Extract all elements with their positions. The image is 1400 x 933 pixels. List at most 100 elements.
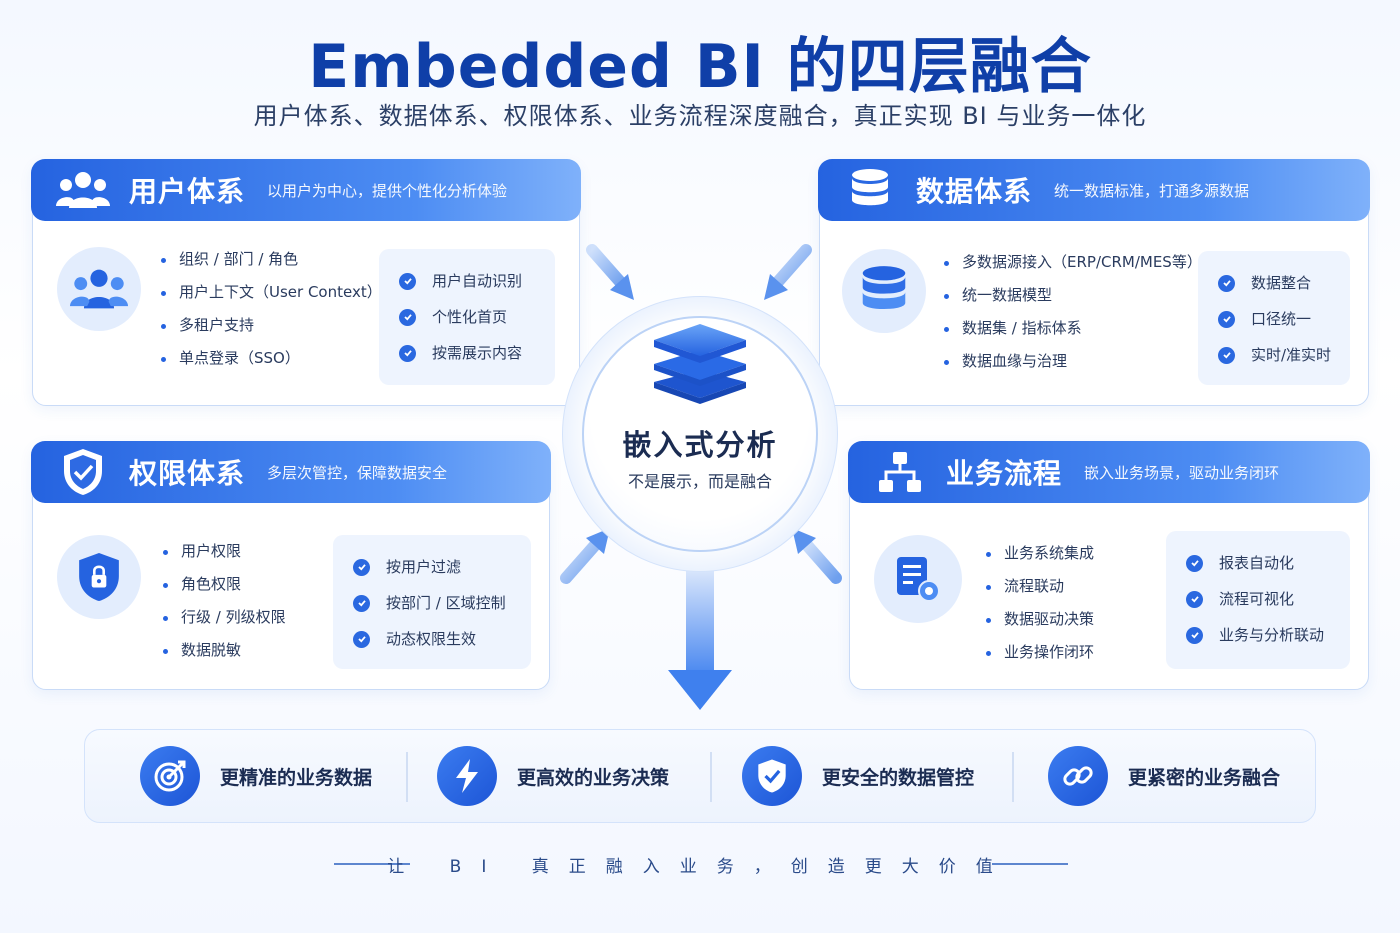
user-card-title: 用户体系	[129, 175, 246, 208]
process-check-list: 报表自动化 流程可视化 业务与分析联动	[1166, 531, 1350, 669]
data-card-desc: 统一数据标准，打通多源数据	[1054, 181, 1250, 200]
value-bar	[84, 729, 1316, 823]
check-item: 报表自动化	[1186, 545, 1350, 581]
shield-lock-icon	[57, 535, 141, 619]
shield-check-icon	[742, 746, 802, 806]
check-icon	[1218, 310, 1235, 328]
user-card-desc: 以用户为中心，提供个性化分析体验	[267, 181, 508, 200]
arrow-center-to-values	[668, 568, 732, 710]
check-item: 用户自动识别	[399, 263, 555, 299]
page-subtitle: 用户体系、数据体系、权限体系、业务流程深度融合，真正实现 BI 与业务一体化	[253, 102, 1147, 130]
check-icon	[1186, 554, 1203, 572]
check-item: 口径统一	[1218, 301, 1350, 337]
value-label: 更精准的业务数据	[220, 766, 373, 789]
check-icon	[399, 344, 416, 362]
arrow-permission-to-center	[560, 528, 610, 584]
data-card-header: 数据体系 统一数据标准，打通多源数据	[818, 159, 1370, 221]
list-item: 用户上下文（User Context）	[161, 276, 382, 309]
check-item: 业务与分析联动	[1186, 617, 1350, 653]
target-icon	[140, 746, 200, 806]
list-item: 业务系统集成	[986, 537, 1094, 570]
check-icon	[399, 308, 416, 326]
check-item: 按用户过滤	[353, 549, 531, 585]
check-item: 按部门 / 区域控制	[353, 585, 531, 621]
value-item: 更安全的数据管控	[742, 746, 974, 806]
list-item: 单点登录（SSO）	[161, 342, 382, 375]
database-icon	[842, 249, 926, 333]
check-icon	[1186, 590, 1203, 608]
list-item: 行级 / 列级权限	[163, 601, 286, 634]
center-title: 嵌入式分析	[622, 428, 778, 462]
link-icon	[1048, 746, 1108, 806]
divider	[1012, 752, 1014, 802]
permission-card: 权限体系 多层次管控，保障数据安全 用户权限 角色权限 行级 / 列级权限 数据…	[31, 441, 551, 690]
document-gear-icon	[874, 535, 962, 623]
value-label: 更紧密的业务融合	[1128, 766, 1281, 789]
list-item: 多数据源接入（ERP/CRM/MES等）	[944, 246, 1202, 279]
users-icon	[57, 247, 141, 331]
data-check-list: 数据整合 口径统一 实时/准实时	[1198, 251, 1350, 385]
arrow-user-to-center	[586, 244, 634, 300]
layers-stack-icon	[654, 324, 746, 404]
list-item: 数据血缘与治理	[944, 345, 1202, 378]
list-item: 业务操作闭环	[986, 636, 1094, 669]
page-title: Embedded BI 的四层融合	[308, 32, 1092, 102]
permission-bullet-list: 用户权限 角色权限 行级 / 列级权限 数据脱敏	[163, 535, 286, 667]
arrow-data-to-center	[764, 244, 812, 300]
check-icon	[1218, 274, 1235, 292]
arrow-process-to-center	[792, 528, 842, 584]
value-label: 更安全的数据管控	[822, 766, 975, 789]
check-icon	[353, 558, 370, 576]
user-bullet-list: 组织 / 部门 / 角色 用户上下文（User Context） 多租户支持 单…	[161, 243, 382, 375]
check-icon	[353, 594, 370, 612]
footer-slogan: 让 BI 真正融入业务，创造更大价值	[387, 857, 1013, 877]
check-icon	[1186, 626, 1203, 644]
database-icon	[838, 159, 902, 221]
check-item: 实时/准实时	[1218, 337, 1350, 373]
lightning-icon	[437, 746, 497, 806]
permission-check-list: 按用户过滤 按部门 / 区域控制 动态权限生效	[333, 535, 531, 669]
user-card: 用户体系 以用户为中心，提供个性化分析体验 组织 / 部门 / 角色 用户上下文…	[31, 159, 581, 406]
value-label: 更高效的业务决策	[517, 766, 670, 789]
divider	[406, 752, 408, 802]
list-item: 数据驱动决策	[986, 603, 1094, 636]
check-item: 按需展示内容	[399, 335, 555, 371]
data-bullet-list: 多数据源接入（ERP/CRM/MES等） 统一数据模型 数据集 / 指标体系 数…	[944, 246, 1202, 378]
process-card-title: 业务流程	[946, 457, 1063, 490]
data-card-title: 数据体系	[916, 175, 1033, 208]
check-icon	[399, 272, 416, 290]
process-card-header: 业务流程 嵌入业务场景，驱动业务闭环	[848, 441, 1370, 503]
permission-card-title: 权限体系	[129, 457, 246, 490]
center-subtitle: 不是展示，而是融合	[627, 472, 772, 491]
process-card-desc: 嵌入业务场景，驱动业务闭环	[1084, 463, 1280, 482]
value-item: 更精准的业务数据	[140, 746, 372, 806]
footer-line-right	[992, 863, 1068, 865]
list-item: 多租户支持	[161, 309, 382, 342]
list-item: 数据集 / 指标体系	[944, 312, 1202, 345]
check-item: 流程可视化	[1186, 581, 1350, 617]
users-icon	[51, 159, 115, 221]
list-item: 用户权限	[163, 535, 286, 568]
list-item: 组织 / 部门 / 角色	[161, 243, 382, 276]
permission-card-desc: 多层次管控，保障数据安全	[267, 463, 448, 482]
check-item: 动态权限生效	[353, 621, 531, 657]
value-item: 更高效的业务决策	[437, 746, 669, 806]
data-card: 数据体系 统一数据标准，打通多源数据 多数据源接入（ERP/CRM/MES等） …	[818, 159, 1370, 406]
check-item: 个性化首页	[399, 299, 555, 335]
check-icon	[353, 630, 370, 648]
check-icon	[1218, 346, 1235, 364]
user-check-list: 用户自动识别 个性化首页 按需展示内容	[379, 249, 555, 385]
user-card-header: 用户体系 以用户为中心，提供个性化分析体验	[31, 159, 581, 221]
value-item: 更紧密的业务融合	[1048, 746, 1280, 806]
list-item: 流程联动	[986, 570, 1094, 603]
permission-card-header: 权限体系 多层次管控，保障数据安全	[31, 441, 551, 503]
process-bullet-list: 业务系统集成 流程联动 数据驱动决策 业务操作闭环	[986, 537, 1094, 669]
footer-line-left	[334, 863, 410, 865]
list-item: 数据脱敏	[163, 634, 286, 667]
process-card: 业务流程 嵌入业务场景，驱动业务闭环 业务系统集成 流程联动 数据驱动决策 业务…	[848, 441, 1370, 690]
divider	[710, 752, 712, 802]
org-chart-icon	[868, 441, 932, 503]
check-item: 数据整合	[1218, 265, 1350, 301]
shield-check-icon	[51, 441, 115, 503]
